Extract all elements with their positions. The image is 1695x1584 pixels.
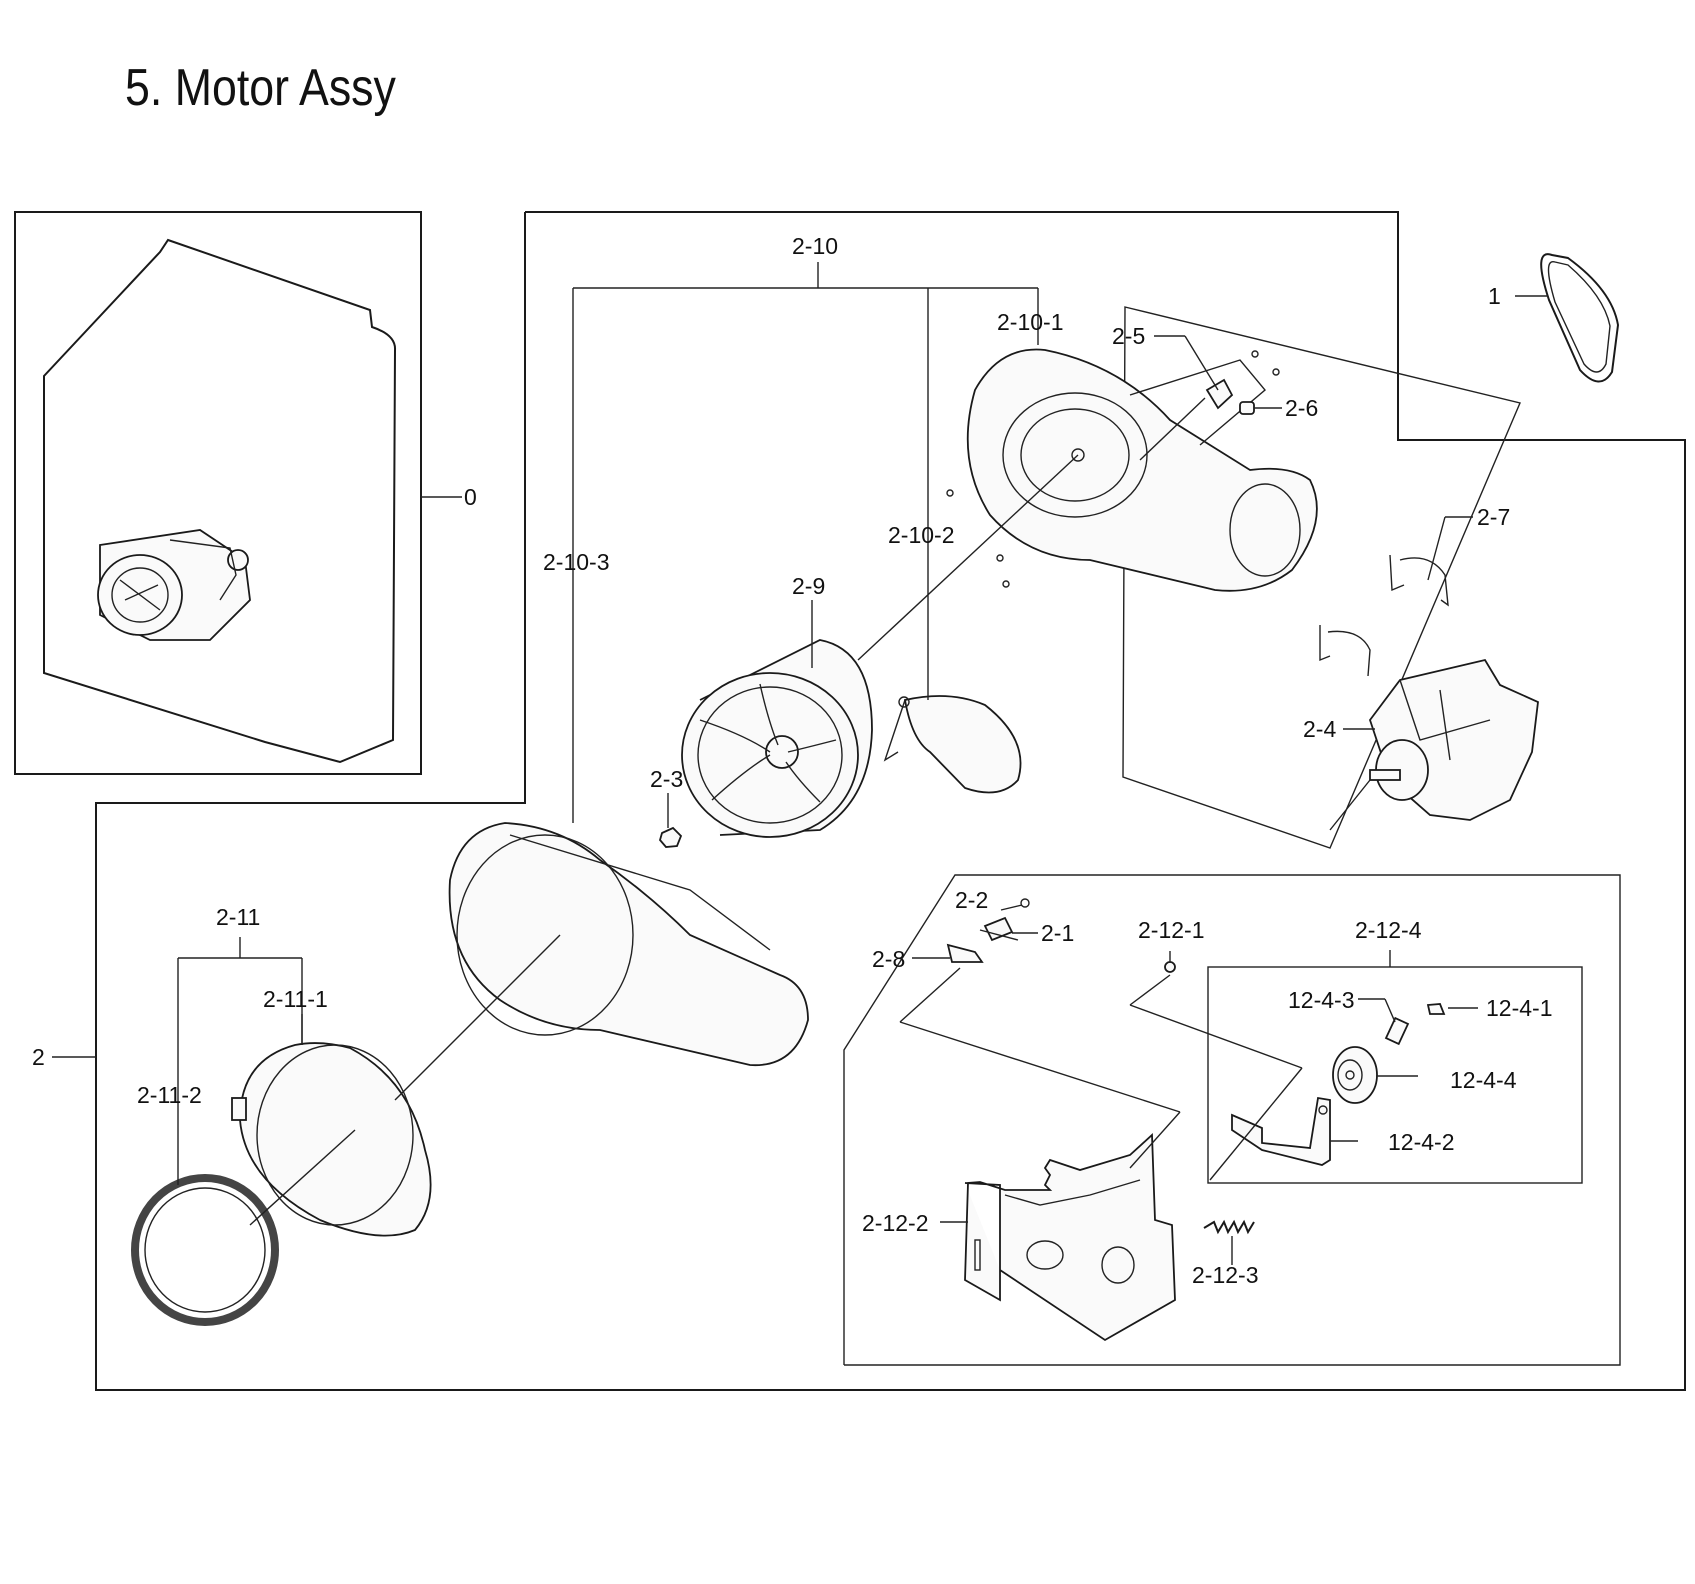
rear-blower-housing: [966, 348, 1318, 592]
switch-holder: [946, 943, 984, 963]
label-2-12-2: 2-12-2: [862, 1210, 928, 1236]
label-2-11: 2-11: [216, 904, 260, 930]
bracket-screw: [1164, 961, 1176, 973]
dryer-cabinet-overview: [43, 238, 397, 764]
callout-lines: [52, 262, 1548, 1265]
label-2-10-3: 2-10-3: [543, 549, 609, 575]
drive-belt: [1540, 253, 1620, 383]
thermostat-bracket: [1205, 378, 1234, 410]
cover-plate: [231, 1042, 432, 1237]
label-2-7: 2-7: [1477, 504, 1510, 530]
label-2: 2: [32, 1044, 45, 1070]
screw-set: [946, 350, 1280, 588]
label-2-10-2: 2-10-2: [888, 522, 954, 548]
motor-subgroup-box: [1122, 306, 1521, 849]
label-2-8: 2-8: [872, 946, 905, 972]
idler-pulley: [1332, 1046, 1378, 1104]
label-2-4: 2-4: [1303, 716, 1336, 742]
motor-assy-frame: [95, 211, 1686, 1391]
label-2-12-1: 2-12-1: [1138, 917, 1204, 943]
blower-nut: [659, 826, 683, 848]
label-12-4-4: 12-4-4: [1450, 1067, 1517, 1093]
label-2-9: 2-9: [792, 573, 825, 599]
blower-wheel: [681, 639, 873, 838]
label-12-4-3: 12-4-3: [1288, 987, 1354, 1013]
switch-screw: [1020, 898, 1030, 908]
idler-arm: [1231, 1096, 1331, 1166]
label-2-12-3: 2-12-3: [1192, 1262, 1258, 1288]
motor-clamp-upper: [1389, 554, 1449, 607]
label-2-10: 2-10: [792, 233, 838, 259]
idler-subgroup-box: [1207, 966, 1583, 1184]
gasket-ring: [131, 1174, 279, 1326]
label-0: 0: [464, 484, 477, 510]
label-1: 1: [1488, 283, 1501, 309]
tension-spring: [1203, 1219, 1255, 1235]
assembly-overview-box: [14, 211, 422, 775]
label-2-12-4: 2-12-4: [1355, 917, 1422, 943]
front-blower-housing: [448, 822, 809, 1066]
drive-motor: [1368, 658, 1539, 821]
label-2-11-1: 2-11-1: [263, 986, 328, 1012]
label-2-2: 2-2: [955, 887, 988, 913]
idler-shaft: [1384, 1016, 1410, 1046]
label-2-10-1: 2-10-1: [997, 309, 1063, 335]
label-2-1: 2-1: [1041, 920, 1074, 946]
label-2-5: 2-5: [1112, 323, 1145, 349]
motor-mount-bracket: [964, 1133, 1176, 1342]
thermistor: [1239, 401, 1255, 415]
page-title: 5. Motor Assy: [125, 59, 396, 117]
bracket-subgroup-box: [843, 874, 1621, 1366]
door-switch: [979, 916, 1019, 942]
label-12-4-1: 12-4-1: [1486, 995, 1552, 1021]
motor-clamp-lower: [1319, 625, 1371, 677]
label-2-6: 2-6: [1285, 395, 1318, 421]
label-2-3: 2-3: [650, 766, 683, 792]
label-12-4-2: 12-4-2: [1388, 1129, 1454, 1155]
idler-clip: [1426, 1003, 1446, 1015]
label-2-11-2: 2-11-2: [137, 1082, 202, 1108]
air-duct-piece: [883, 695, 1022, 794]
